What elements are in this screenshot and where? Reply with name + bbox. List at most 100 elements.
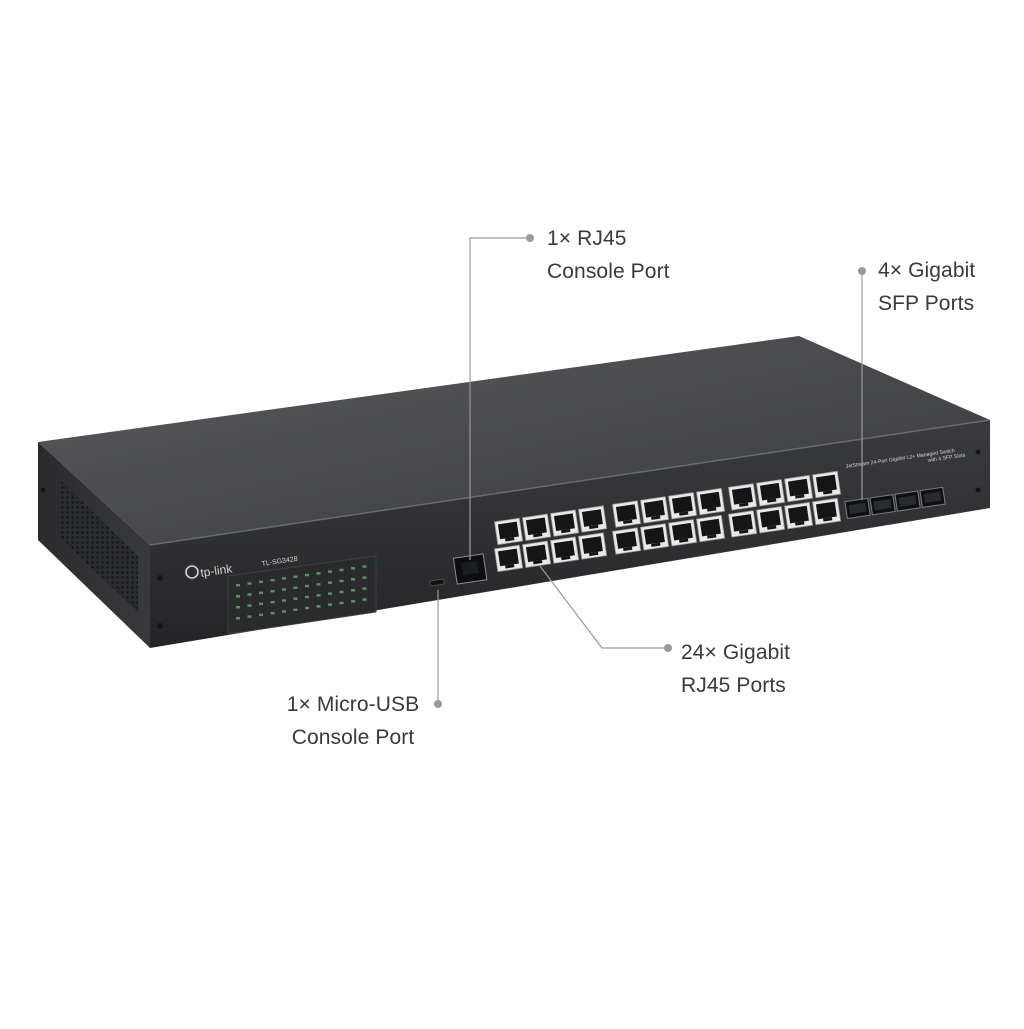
brand-name: tp-link [199,561,234,580]
led [247,582,252,585]
device-description-sub: with 4 SFP Slots [927,452,966,464]
rj45-port [494,544,524,573]
rj45-port [550,509,580,537]
led [328,570,332,573]
led [293,608,298,612]
rj45-port [522,513,552,541]
led [328,581,332,584]
led [236,584,240,587]
led [282,588,286,591]
rj45-port [578,505,608,533]
led [362,576,367,579]
led [339,590,344,594]
rj45-port [728,510,758,538]
led [351,567,355,570]
callout-line: 1× RJ45 [547,227,627,250]
led [305,606,309,610]
led [247,615,252,618]
led [328,603,332,606]
callout-line: 24× Gigabit [681,641,791,664]
callout-line: 4× Gigabit [878,259,976,282]
rj45-port [668,519,698,547]
callout-line: Console Port [291,726,415,749]
led [270,578,275,582]
sfp-port [844,497,871,520]
led [328,592,332,595]
callout-line: RJ45 Ports [681,674,786,697]
sfp-port [894,490,921,512]
side-vent [58,478,138,612]
rj45-port [578,532,608,560]
rj45-port [612,527,642,555]
leader-gigabit [539,565,666,649]
led [339,579,344,583]
rj45-console-port [452,553,488,585]
callout-line: 1× Micro-USB [286,693,420,716]
led [351,589,355,592]
led [270,611,275,615]
rj45-port [494,517,524,546]
led [282,610,286,613]
led [316,572,321,575]
callout-sfp-ports: 4× Gigabit SFP Ports [878,254,975,320]
led [236,595,240,598]
leader-lines [437,237,863,704]
led [316,583,321,586]
rj45-port [696,487,726,516]
led [316,594,321,597]
led-panel [227,555,377,635]
led [270,600,275,604]
leader-rj45-console [469,237,528,560]
rj45-port-banks [494,470,842,573]
rj45-port [550,536,580,564]
led [259,591,263,595]
led [282,577,286,580]
led [236,606,240,609]
brand-logo: tp-link [185,561,234,580]
rj45-port [640,496,670,524]
led [305,595,309,599]
led [351,578,355,581]
led [339,568,344,572]
rj45-port [812,470,842,499]
rj45-port [756,506,786,534]
led [247,604,252,607]
led [236,617,240,620]
rj45-port [812,497,842,526]
rj45-port [522,540,552,568]
rj45-port [728,483,758,511]
leader-dots [434,234,866,708]
chassis-top [38,336,990,545]
sfp-port [919,486,946,509]
led [270,589,275,593]
led [293,597,298,601]
callout-line: SFP Ports [878,292,975,315]
led [259,602,263,606]
micro-usb-port [429,578,445,587]
led [339,601,344,605]
led [259,613,263,617]
port-leds [236,565,367,620]
led [362,565,367,568]
rj45-port [668,492,698,520]
callout-line: Console Port [547,260,670,283]
led [316,605,321,608]
led [293,586,298,590]
callout-micro-usb: 1× Micro-USB Console Port [285,688,421,754]
rj45-port [612,500,642,528]
callout-gigabit-ports: 24× Gigabit RJ45 Ports [681,636,790,702]
rj45-port [756,479,786,507]
led [305,573,309,577]
led [259,580,263,584]
led [362,587,367,590]
rj45-port [640,523,670,551]
rj45-port [784,501,814,530]
rj45-port [784,474,814,503]
sfp-port [869,494,896,516]
rj45-port [696,514,726,543]
sfp-port-bank [844,486,946,520]
led [362,598,367,601]
led [247,593,252,596]
